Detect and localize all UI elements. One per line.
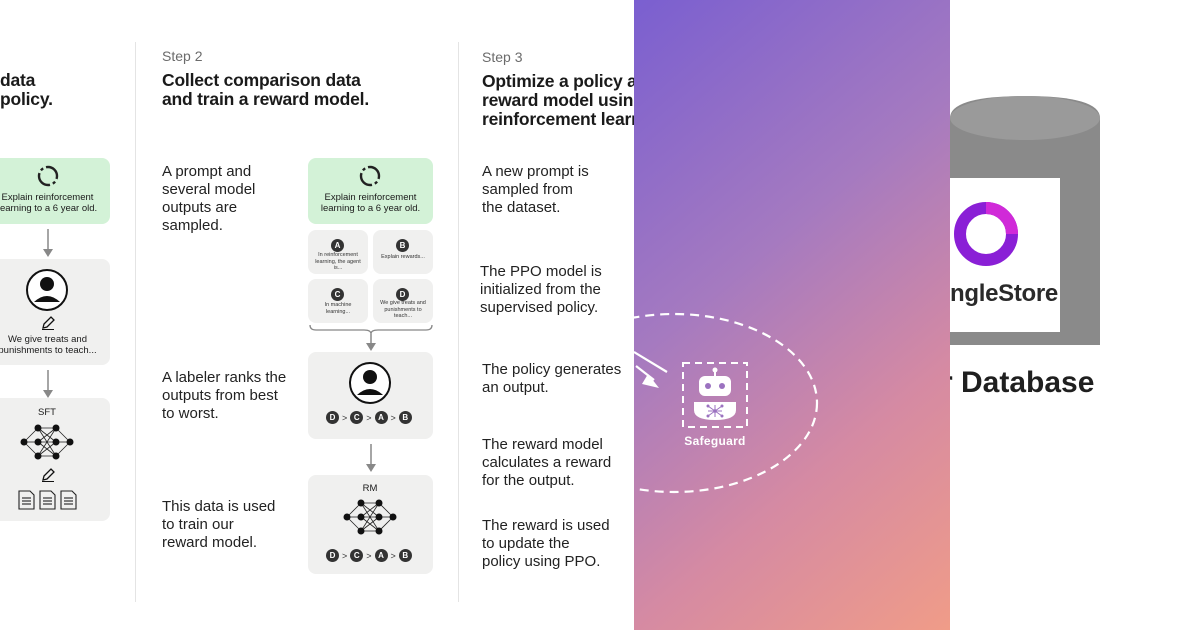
step3-desc-ppo-init: The PPO model is initialized from the su… [480, 263, 602, 316]
dashed-ellipse [634, 312, 819, 494]
output-text: Explain rewards... [381, 254, 425, 260]
safeguard-panel: Safeguard [634, 0, 950, 630]
cycle-icon [359, 165, 381, 187]
output-letter: D [396, 288, 409, 301]
pencil-icon [42, 468, 55, 482]
arrow-down-icon [43, 370, 53, 398]
step1-heading-line: policy. [0, 89, 53, 109]
step3-heading-line: reward model using t [482, 90, 634, 110]
step3-desc-update: The reward is used to update the policy … [482, 517, 610, 570]
ranking-row: D > C > A > B [326, 411, 412, 424]
rank-letter: C [350, 411, 364, 424]
step3-desc-reward: The reward model calculates a reward for… [482, 436, 612, 489]
step1-heading: data policy. [0, 71, 53, 109]
step1-labeler-card: We give treats and punishments to teach.… [0, 259, 110, 365]
step3-label: Step 3 [482, 49, 523, 65]
rank-separator: > [390, 412, 396, 423]
step2-label: Step 2 [162, 48, 203, 64]
step2-prompt-text: Explain reinforcement learning to a 6 ye… [320, 192, 421, 214]
singlestore-logo-icon [954, 202, 1018, 266]
output-card-b: B Explain rewards... [373, 230, 433, 274]
database-title: r Database [950, 366, 1095, 399]
rm-label: RM [362, 483, 378, 494]
robot-icon [682, 362, 748, 428]
step2-desc-train: This data is used to train our reward mo… [162, 498, 276, 551]
step3-heading-line: reinforcement learnin [482, 109, 634, 129]
output-letter: C [331, 288, 344, 301]
pencil-icon [42, 316, 55, 330]
arrow-down-icon [43, 229, 53, 257]
step1-sft-card: SFT [0, 398, 110, 521]
documents-icon [18, 490, 77, 510]
step3-heading: Optimize a policy aga reward model using… [482, 72, 634, 129]
step2-desc-ranks: A labeler ranks the outputs from best to… [162, 369, 287, 422]
step3-desc-prompt: A new prompt is sampled from the dataset… [482, 163, 589, 216]
ranking-row: D > C > A > B [326, 549, 412, 562]
step3-desc-generates: The policy generates an output. [482, 361, 622, 396]
arrow-down-icon [366, 444, 376, 472]
output-card-d: D We give treats and punishments to teac… [373, 279, 433, 323]
labeler-avatar-icon [26, 269, 68, 311]
safeguard-label: Safeguard [684, 434, 746, 448]
rank-letter: D [326, 411, 339, 424]
sft-label: SFT [38, 407, 56, 418]
rank-letter: C [350, 549, 364, 562]
neural-network-icon [20, 424, 74, 460]
rank-letter: D [326, 549, 339, 562]
step2-prompt-card: Explain reinforcement learning to a 6 ye… [308, 158, 433, 224]
logo-card: ngleStore [950, 178, 1060, 332]
rank-letter: B [398, 411, 412, 424]
output-letter: B [396, 239, 409, 252]
neural-network-icon [343, 499, 397, 535]
column-divider [135, 42, 136, 602]
rank-separator: > [390, 550, 396, 561]
step3-heading-line: Optimize a policy aga [482, 72, 634, 91]
rank-letter: A [374, 549, 388, 562]
step2-rm-card: RM D > C > A > B [308, 475, 433, 574]
step2-heading: Collect comparison data and train a rewa… [162, 70, 369, 109]
rank-separator: > [366, 412, 372, 423]
rank-separator: > [366, 550, 372, 561]
column-divider [458, 42, 459, 602]
rank-separator: > [342, 550, 348, 561]
output-text: We give treats and punishments to teach.… [380, 300, 426, 319]
output-letter: A [331, 239, 344, 252]
cycle-icon [37, 165, 59, 187]
logo-text: ngleStore [950, 280, 1058, 307]
step1-demo-text: We give treats and punishments to teach.… [0, 334, 97, 356]
database-panel: ngleStore r Database [950, 0, 1200, 630]
step2-labeler-card: D > C > A > B [308, 352, 433, 439]
labeler-avatar-icon [349, 362, 391, 404]
output-text: In reinforcement learning, the agent is.… [315, 252, 361, 271]
rank-letter: B [398, 549, 412, 562]
rank-letter: A [374, 411, 388, 424]
step1-prompt-text: Explain reinforcement learning to a 6 ye… [0, 192, 98, 214]
output-text: In machine learning... [324, 302, 352, 315]
step2-desc-sampled: A prompt and several model outputs are s… [162, 163, 256, 234]
step1-heading-line: data [0, 70, 36, 90]
rank-separator: > [342, 412, 348, 423]
bracket-arrow-icon [309, 324, 433, 351]
output-card-a: A In reinforcement learning, the agent i… [308, 230, 368, 274]
step1-prompt-card: Explain reinforcement learning to a 6 ye… [0, 158, 110, 224]
output-card-c: C In machine learning... [308, 279, 368, 323]
